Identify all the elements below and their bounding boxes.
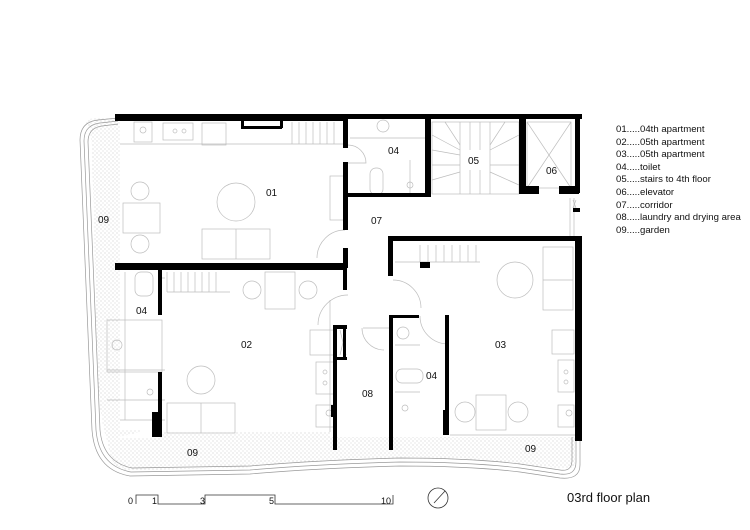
room-label-05: 05 (468, 156, 480, 167)
room-label-04b: 04 (136, 306, 148, 317)
room-label-08: 08 (362, 389, 374, 400)
room-label-09c: 09 (525, 444, 537, 455)
garden-areas (86, 118, 575, 470)
room-label-07: 07 (371, 216, 383, 227)
svg-text:10: 10 (381, 496, 391, 506)
garden-outline (79, 117, 581, 479)
room-label-09a: 09 (98, 215, 110, 226)
legend-item: 02.....05th apartment (616, 136, 705, 148)
svg-text:1: 1 (152, 496, 157, 506)
svg-text:0: 0 (128, 496, 133, 506)
room-label-09b: 09 (187, 448, 199, 459)
scale-bar-labels: 0 1 3 5 10 (128, 496, 391, 506)
legend-item: 06.....elevator (616, 186, 675, 198)
room-label-04a: 04 (388, 146, 400, 157)
svg-text:3: 3 (200, 496, 205, 506)
stairs-03 (395, 245, 480, 263)
room-label-01: 01 (266, 188, 278, 199)
stairs-05 (431, 121, 520, 195)
scale-bar (135, 494, 394, 505)
drawing-title: 03rd floor plan (567, 490, 651, 505)
interior-fixtures (106, 119, 577, 436)
room-label-03: 03 (495, 340, 507, 351)
north-arrow-icon (427, 487, 449, 509)
legend-item: 09.....garden (616, 224, 670, 236)
room-label-02: 02 (241, 340, 253, 351)
stair-lines (291, 122, 335, 144)
legend-item: 05.....stairs to 4th floor (616, 174, 711, 186)
room-label-04c: 04 (426, 371, 438, 382)
stairs-02 (166, 272, 230, 293)
room-labels: 01 02 03 04 04 04 05 06 07 08 09 09 09 (98, 146, 558, 459)
legend-item: 08.....laundry and drying area (616, 212, 741, 224)
room-label-06: 06 (546, 166, 558, 177)
legend-item: 07.....corridor (616, 199, 673, 211)
legend-item: 01.....04th apartment (616, 124, 705, 135)
legend-item: 04.....toilet (616, 161, 661, 173)
svg-text:5: 5 (269, 496, 274, 506)
legend: 01.....04th apartment 02.....05th apartm… (616, 124, 741, 237)
legend-item: 03.....05th apartment (616, 149, 705, 161)
walls (115, 114, 582, 450)
